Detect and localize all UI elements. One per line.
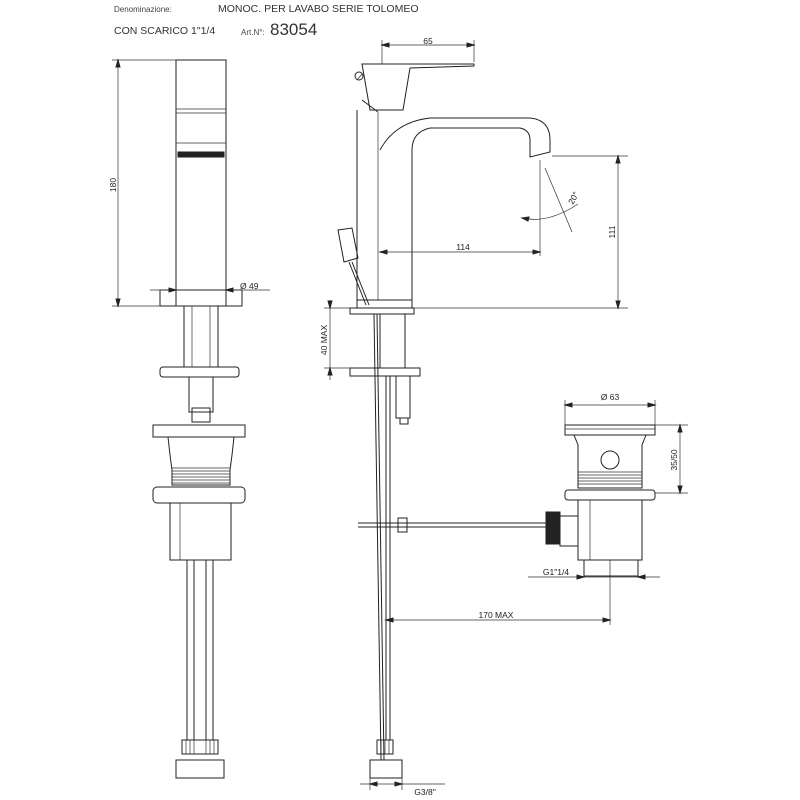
dim-rod-length: 170 MAX (479, 610, 514, 620)
faucet-body-front (356, 110, 520, 301)
drain-tail-nut (583, 559, 639, 577)
fixing-plate-front (349, 367, 421, 377)
drain-flange-side (152, 424, 246, 438)
drain-detail (528, 400, 688, 580)
product-subtitle: CON SCARICO 1"1/4 (114, 25, 216, 37)
dim-height-total: 180 (108, 178, 118, 192)
dim-width-top: 65 (423, 36, 433, 46)
denominazione-label: Denominazione: (114, 5, 172, 14)
art-label: Art.N°: (241, 28, 265, 37)
spout (379, 117, 551, 158)
dim-drain-thread: G1"1/4 (543, 567, 569, 577)
dim-drain-height: 35/50 (669, 449, 679, 471)
dim-angle: 20° (566, 190, 581, 206)
dim-hose-thread: G3/8" (414, 787, 435, 797)
nut-side (191, 407, 211, 423)
lever-handle (361, 63, 475, 111)
base-plate-front (349, 307, 415, 315)
product-name: MONOC. PER LAVABO SERIE TOLOMEO (218, 3, 419, 15)
faucet-body-side (175, 59, 227, 307)
hose-fitting-front (369, 759, 403, 779)
front-view (324, 40, 628, 790)
dim-drain-diameter: Ø 63 (601, 392, 620, 402)
dim-spout-height: 111 (607, 225, 617, 238)
side-view (112, 58, 270, 779)
popup-knob (337, 227, 359, 263)
drain-overflow-hole (600, 450, 620, 470)
drain-cap (564, 424, 656, 436)
popup-rod (373, 313, 382, 761)
art-number: 83054 (270, 20, 318, 39)
dim-body-diameter: Ø 49 (240, 281, 259, 291)
dim-deck-thickness: 40 MAX (319, 325, 329, 356)
aerator-side (177, 151, 225, 158)
base-plate-side (159, 289, 243, 307)
pivot-nut (545, 511, 561, 545)
dim-spout-reach: 114 (456, 242, 470, 252)
drain-body (573, 434, 647, 489)
fixing-plate-side (159, 366, 240, 378)
drain-nut-side (152, 486, 246, 504)
hose-fitting-side (175, 759, 225, 779)
